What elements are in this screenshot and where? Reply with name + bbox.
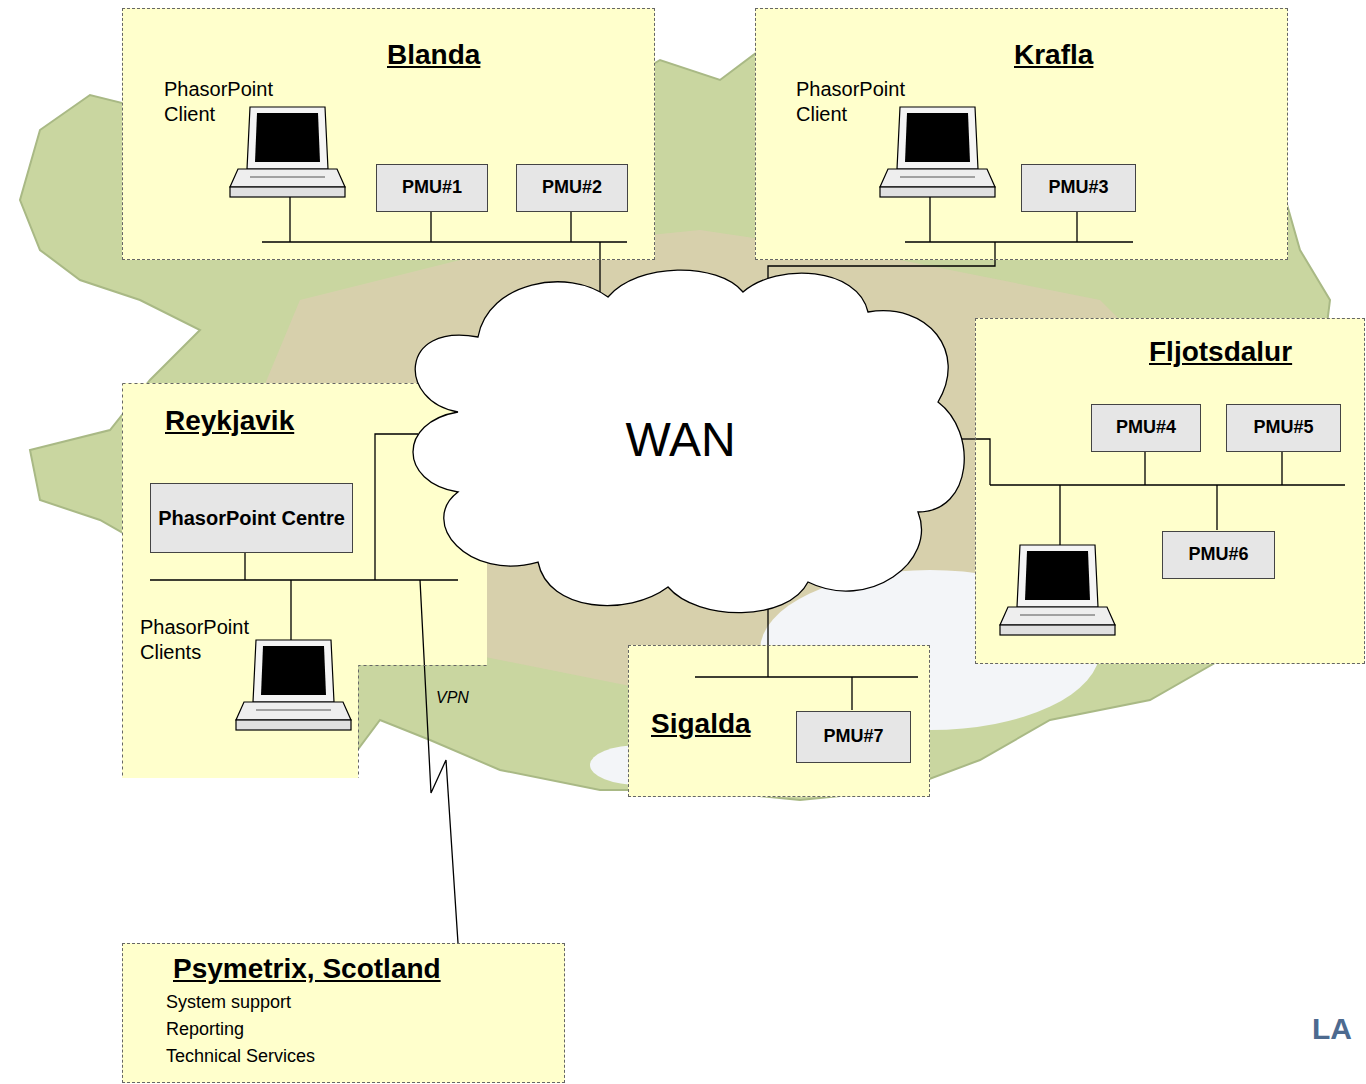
pmu-label: PMU#2 xyxy=(542,177,602,199)
region-text: System support xyxy=(166,991,291,1014)
region-text: PhasorPoint Clients xyxy=(140,615,260,665)
region-text: PhasorPoint Client xyxy=(796,77,916,127)
laptop-icon xyxy=(1000,545,1115,635)
region-fill xyxy=(122,8,655,260)
region-fill xyxy=(628,645,930,797)
network-link xyxy=(961,438,975,439)
site-region: SigaldaPMU#7 xyxy=(628,645,930,797)
cloud-label: WAN xyxy=(398,410,963,470)
pmu-box: PMU#4 xyxy=(1091,404,1201,452)
link-label: VPN xyxy=(436,688,469,708)
region-title: Reykjavik xyxy=(165,403,294,438)
region-title: Fljotsdalur xyxy=(1149,334,1292,369)
site-region: FljotsdalurPMU#4 PMU#5PMU#6 xyxy=(975,318,1365,664)
site-region: BlandaPhasorPoint ClientPMU#1 PMU#2 xyxy=(122,8,655,260)
network-link xyxy=(767,606,768,645)
server-label: PhasorPoint Centre xyxy=(158,506,345,530)
pmu-box: PMU#6 xyxy=(1162,531,1275,579)
region-title: Krafla xyxy=(1014,37,1093,72)
region-text: PhasorPoint Client xyxy=(164,77,284,127)
wan-cloud: WAN xyxy=(398,262,963,617)
region-title: Blanda xyxy=(387,37,480,72)
pmu-box: PMU#5 xyxy=(1226,404,1341,452)
pmu-box: PMU#7 xyxy=(796,711,911,763)
region-fill xyxy=(975,318,1365,664)
pmu-box: PMU#1 xyxy=(376,164,488,212)
pmu-label: PMU#1 xyxy=(402,177,462,199)
laptop-icon xyxy=(236,640,351,730)
support-region: Psymetrix, ScotlandSystem supportReporti… xyxy=(122,943,565,1083)
pmu-label: PMU#6 xyxy=(1188,544,1248,566)
logo-text: LA xyxy=(1312,1010,1352,1048)
laptop-icon xyxy=(880,107,995,197)
pmu-label: PMU#4 xyxy=(1116,417,1176,439)
laptop-icon xyxy=(230,107,345,197)
region-text: Reporting xyxy=(166,1018,244,1041)
pmu-label: PMU#3 xyxy=(1048,177,1108,199)
network-link xyxy=(599,260,600,292)
bus-wire xyxy=(150,197,1345,710)
network-link xyxy=(375,434,418,580)
pmu-box: PMU#3 xyxy=(1021,164,1136,212)
region-title: Sigalda xyxy=(651,706,751,741)
network-link xyxy=(420,580,458,943)
pmu-label: PMU#7 xyxy=(823,726,883,748)
server-box: PhasorPoint Centre xyxy=(150,483,353,553)
site-region: KraflaPhasorPoint ClientPMU#3 xyxy=(755,8,1288,260)
region-title: Psymetrix, Scotland xyxy=(173,951,441,986)
pmu-box: PMU#2 xyxy=(516,164,628,212)
region-fill xyxy=(755,8,1288,260)
region-fill xyxy=(122,943,565,1083)
pmu-label: PMU#5 xyxy=(1253,417,1313,439)
region-text: Technical Services xyxy=(166,1045,315,1068)
